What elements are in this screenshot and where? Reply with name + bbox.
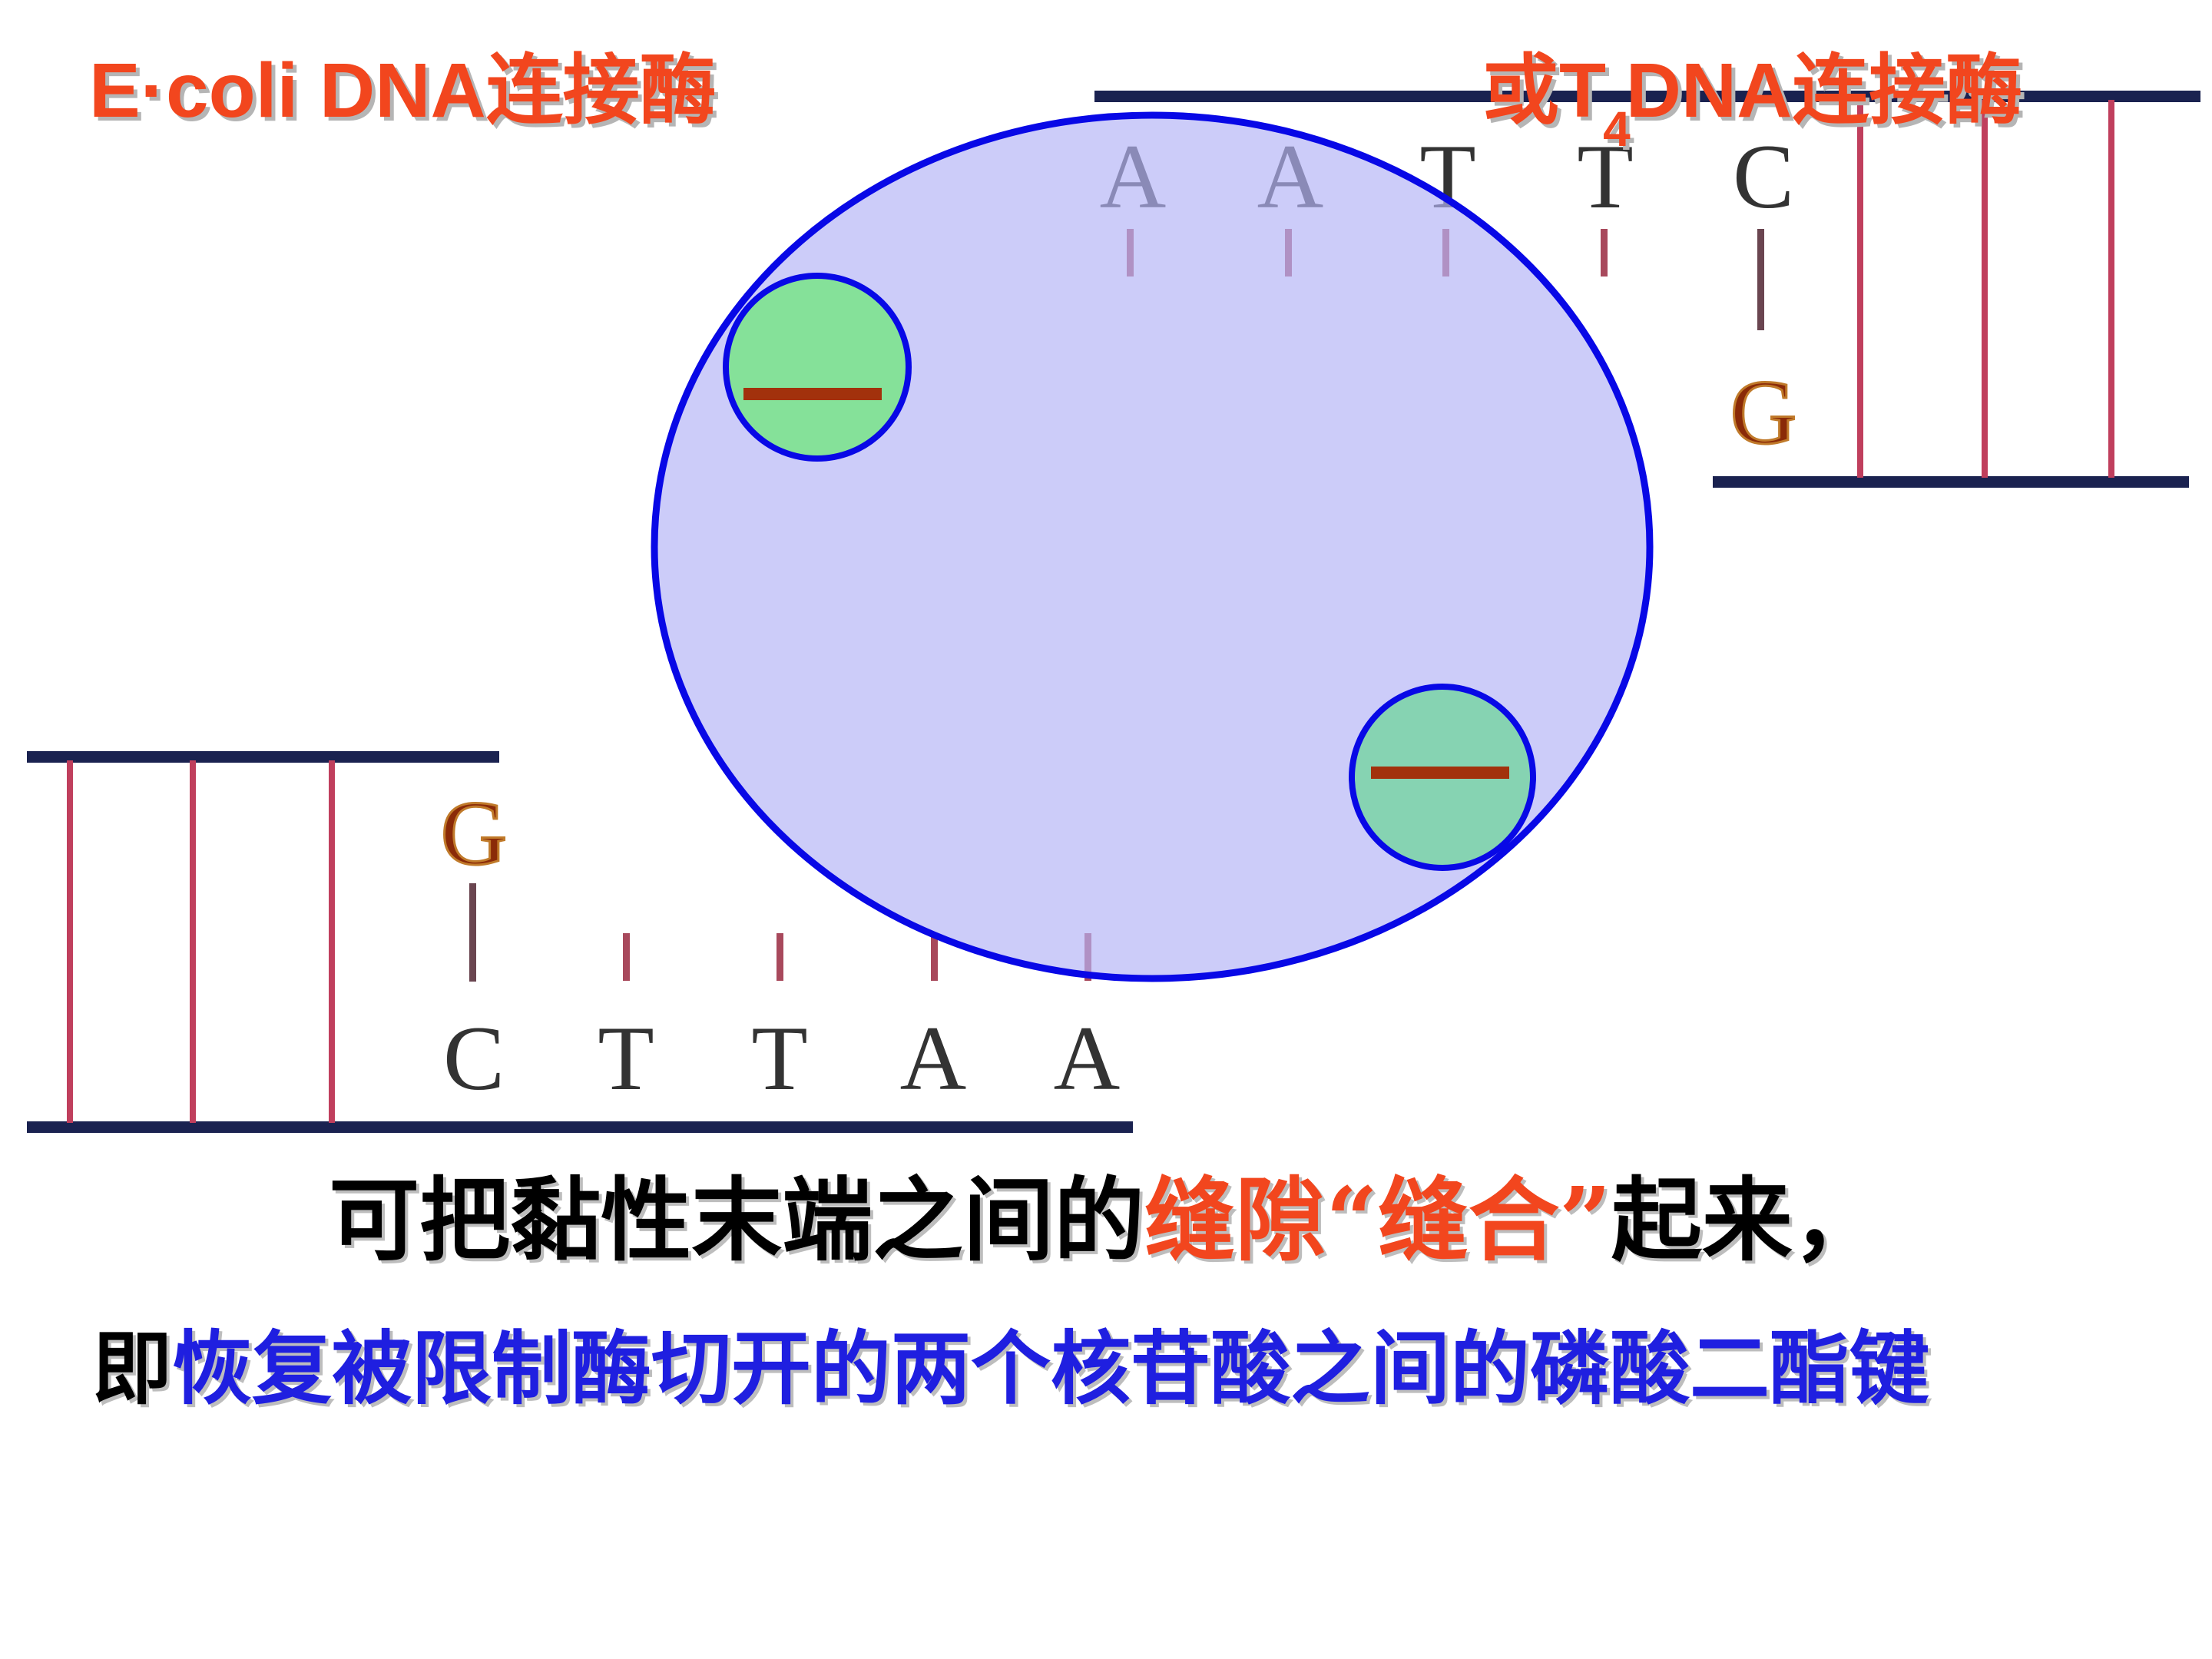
title-ecoli-ligase: E·coli DNA连接酶 <box>89 52 717 129</box>
top-pair-tick <box>1757 229 1764 330</box>
bottom-upper-backbone <box>27 751 499 763</box>
bottom-rung <box>190 760 196 1123</box>
top-rung <box>1982 100 1988 478</box>
title-t4-ligase: 或T4DNA连接酶 <box>1482 52 2022 154</box>
title-left-text: E·coli DNA连接酶 <box>89 48 717 134</box>
bottom-base-tick <box>777 933 783 981</box>
bottom-left-dna-fragment: G C T T A A <box>27 751 1133 1133</box>
top-base-tick <box>1601 229 1608 276</box>
bottom-pair-tick <box>469 883 476 982</box>
title-right-subscript: 4 <box>1603 101 1631 157</box>
caption-line-2: 即恢复被限制酶切开的两个核苷酸之间的磷酸二酯键 <box>92 1329 1929 1409</box>
bottom-pair-lower: C <box>443 1007 505 1109</box>
caption-2-blue-text: 恢复被限制酶切开的两个核苷酸之间的磷酸二酯键 <box>172 1321 1930 1416</box>
binding-site-bottom <box>1349 684 1536 871</box>
title-right-prefix: 或T <box>1482 48 1607 134</box>
bottom-base: A <box>900 1007 967 1109</box>
binding-site-top <box>723 273 912 462</box>
bottom-base-tick <box>931 933 938 981</box>
bottom-rung <box>67 760 73 1123</box>
bottom-backbone <box>27 1121 1133 1133</box>
minus-icon <box>743 388 882 400</box>
caption-2-part-1: 即 <box>92 1321 173 1416</box>
caption-line-1: 可把黏性末端之间的缝隙“缝合”起来， <box>0 1175 2212 1266</box>
bottom-rung <box>329 760 335 1123</box>
bottom-base: T <box>751 1007 807 1109</box>
caption-1-part-1: 可把黏性末端之间的 <box>329 1167 1145 1273</box>
caption-1-part-3: 起来， <box>1611 1167 1883 1273</box>
top-lower-backbone <box>1713 476 2189 488</box>
top-backbone <box>1094 91 2200 102</box>
minus-icon <box>1371 767 1509 779</box>
top-base: T <box>1577 125 1633 227</box>
bottom-base: T <box>598 1007 654 1109</box>
top-rung <box>1857 100 1863 478</box>
binding-site-circle <box>723 273 912 462</box>
bottom-pair-upper: G <box>441 782 508 884</box>
top-pair-upper: C <box>1733 125 1794 227</box>
bottom-base: A <box>1054 1007 1121 1109</box>
top-rung <box>2108 100 2114 478</box>
caption-1-highlight: 缝隙“缝合” <box>1144 1167 1611 1273</box>
title-right-suffix: DNA连接酶 <box>1625 48 2023 134</box>
bottom-base-tick <box>623 933 630 981</box>
top-pair-lower: G <box>1730 361 1797 463</box>
